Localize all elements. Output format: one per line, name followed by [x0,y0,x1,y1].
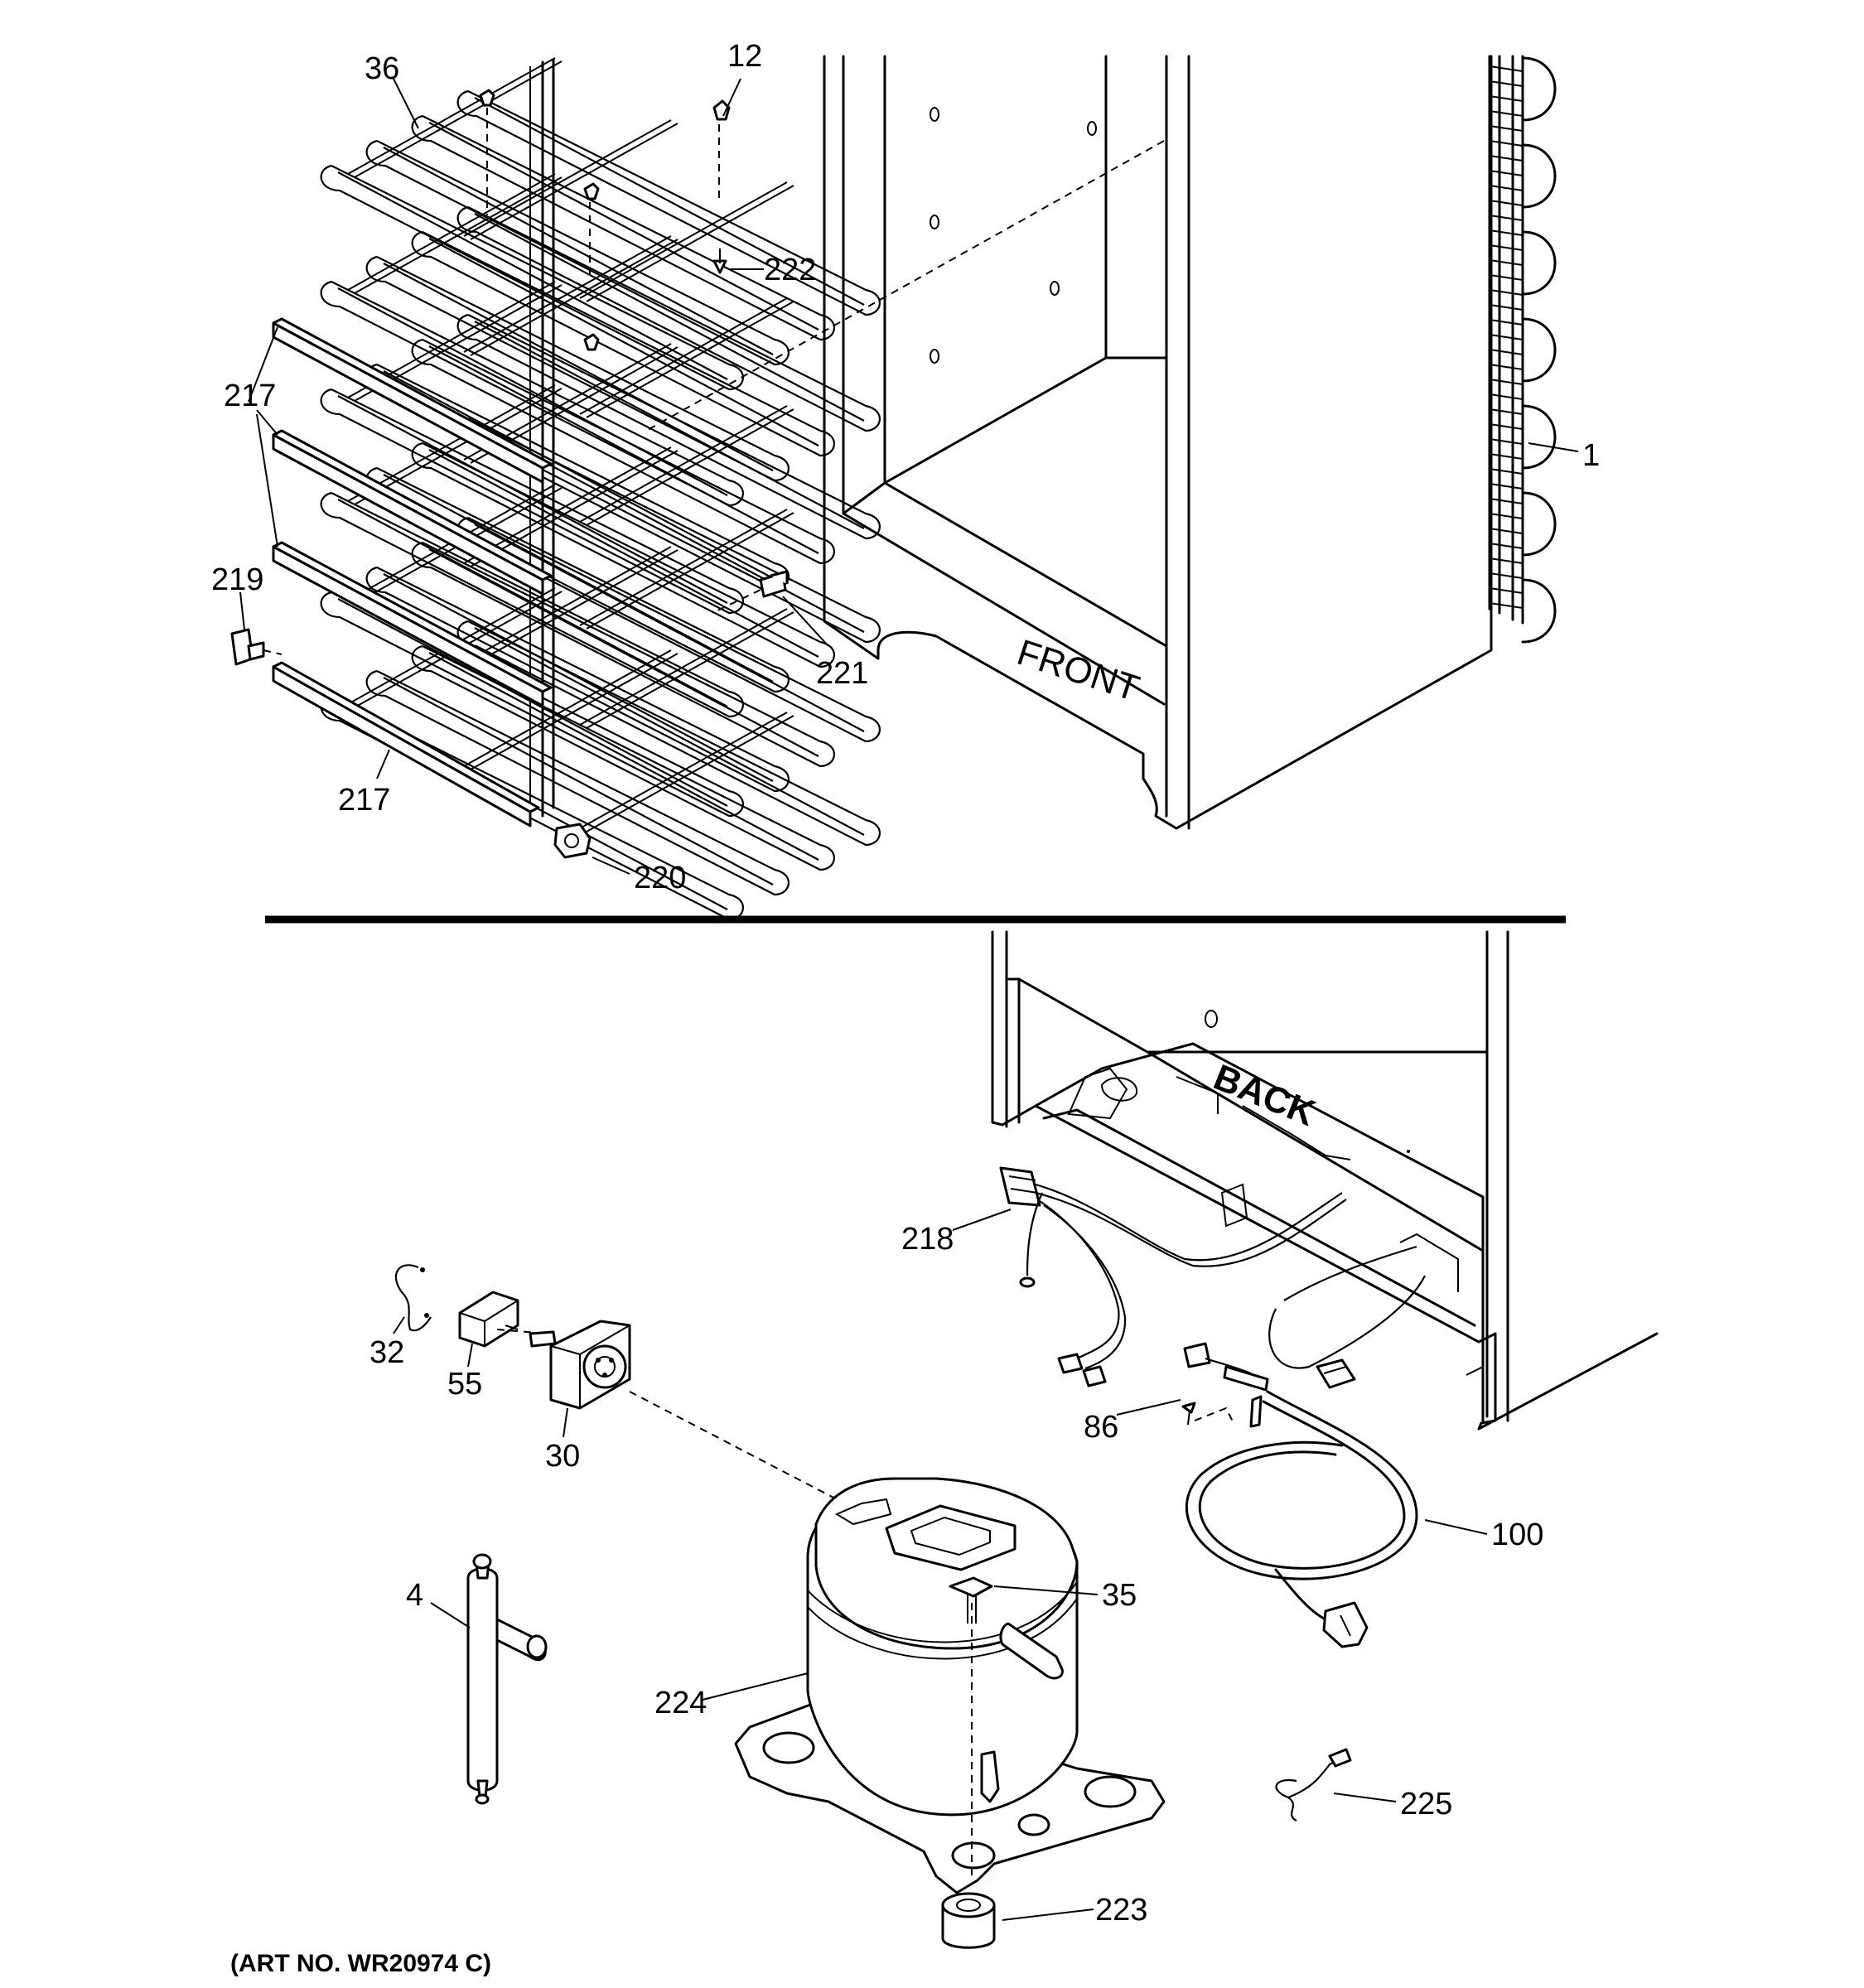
condenser-wire [1489,572,1524,579]
condenser-wire [1489,602,1524,609]
callout-86: 86 [1084,1410,1118,1445]
rail-217-3 [272,541,553,707]
callout-224: 224 [654,1686,707,1720]
condenser-wire [1489,155,1524,162]
clip-small-1 [479,89,495,215]
callout-223: 223 [1095,1893,1147,1928]
drier-4 [466,1553,548,1805]
condenser-wire [1489,393,1524,400]
condenser-wire [1489,140,1524,147]
condenser-wire [1489,379,1524,385]
condenser-wire [1489,557,1524,564]
evaporator-shelf-coil [320,281,881,615]
rail-217-4 [272,661,540,828]
freezer-cabinet-back: BACK [991,930,1659,1431]
overload-30 [529,1320,838,1500]
fitting-220 [553,823,592,859]
bracket-221 [712,570,789,614]
condenser-wire [1489,468,1524,475]
wire-harness-218 [999,1166,1426,1389]
condenser-wire [1489,483,1524,490]
condenser-wire [1489,453,1524,460]
condenser-wire [1489,423,1524,430]
condenser-loop [1521,578,1557,644]
condenser-wire [1489,289,1524,296]
condenser-wire [1489,215,1524,221]
condenser-wire [1489,498,1524,504]
clip-small-3 [583,333,600,351]
leader-lines [239,78,1579,1921]
condenser-wire [1489,95,1524,102]
rail-217-1 [272,317,553,484]
screw-86 [1181,1402,1235,1426]
clip-225 [1275,1748,1352,1822]
condenser-wire [1489,319,1524,326]
clip-small-2 [583,182,600,282]
condenser-wire [1489,244,1524,251]
callout-217-lower: 217 [338,783,390,818]
condenser-wire [1489,65,1524,72]
condenser-wire [1489,513,1524,519]
callout-221: 221 [816,656,868,691]
condenser-loop [1521,56,1557,122]
callout-35: 35 [1102,1578,1137,1613]
condenser-wire [1489,587,1524,594]
rail-217-2 [272,429,553,596]
condenser-wire [1489,170,1524,176]
callout-4: 4 [406,1578,423,1613]
condenser-wire [1489,364,1524,370]
condenser-wire [1489,80,1524,87]
condenser-wire [1489,438,1524,445]
condenser-wire [1489,349,1524,355]
compressor-224 [734,1477,1166,1894]
callout-1: 1 [1582,438,1600,473]
condenser-wire [1489,304,1524,311]
clip-12 [712,99,731,203]
condenser-wire [1489,110,1524,117]
callout-218: 218 [901,1222,954,1257]
condenser-wire [1489,274,1524,281]
condenser-wire [1489,125,1524,132]
callout-225: 225 [1400,1787,1452,1822]
evaporator-coil-assembly [320,57,881,921]
callout-36: 36 [365,51,399,86]
grommet-223 [941,1892,996,1949]
power-cord-100 [1183,1342,1418,1648]
condenser-loop [1521,143,1557,209]
condenser-coil [1488,55,1557,644]
condenser-wire [1489,185,1524,191]
callout-55: 55 [447,1367,482,1402]
condenser-loop [1521,404,1557,470]
screw-222 [712,248,727,274]
art-number: (ART NO. WR20974 C) [230,1950,491,1977]
callout-222: 222 [764,253,816,287]
condenser-wire [1489,229,1524,236]
condenser-loop [1521,230,1557,296]
front-label: FRONT [1012,632,1144,709]
condenser-wire [1489,200,1524,206]
condenser-loop [1521,317,1557,383]
clip-219 [230,628,282,666]
condenser-loop [1521,491,1557,557]
callout-32: 32 [369,1335,404,1370]
callout-219: 219 [211,562,263,597]
callout-100: 100 [1491,1518,1543,1552]
condenser-wire [1489,259,1524,266]
relay-55 [458,1291,548,1348]
callout-12: 12 [727,39,762,74]
condenser-wire [1489,528,1524,534]
callout-217-upper: 217 [224,379,276,413]
callout-220: 220 [634,861,686,895]
condenser-wire [1489,334,1524,340]
condenser-wire [1489,543,1524,549]
wire-clip-32 [394,1264,432,1332]
evaporator-shelf-coil [320,57,881,391]
freezer-cabinet-front: FRONT [645,55,1493,830]
callout-30: 30 [545,1439,580,1474]
callout-numbers: 36 12 222 1 217 219 221 217 220 218 32 5… [211,39,1600,1928]
condenser-wire [1489,408,1524,415]
